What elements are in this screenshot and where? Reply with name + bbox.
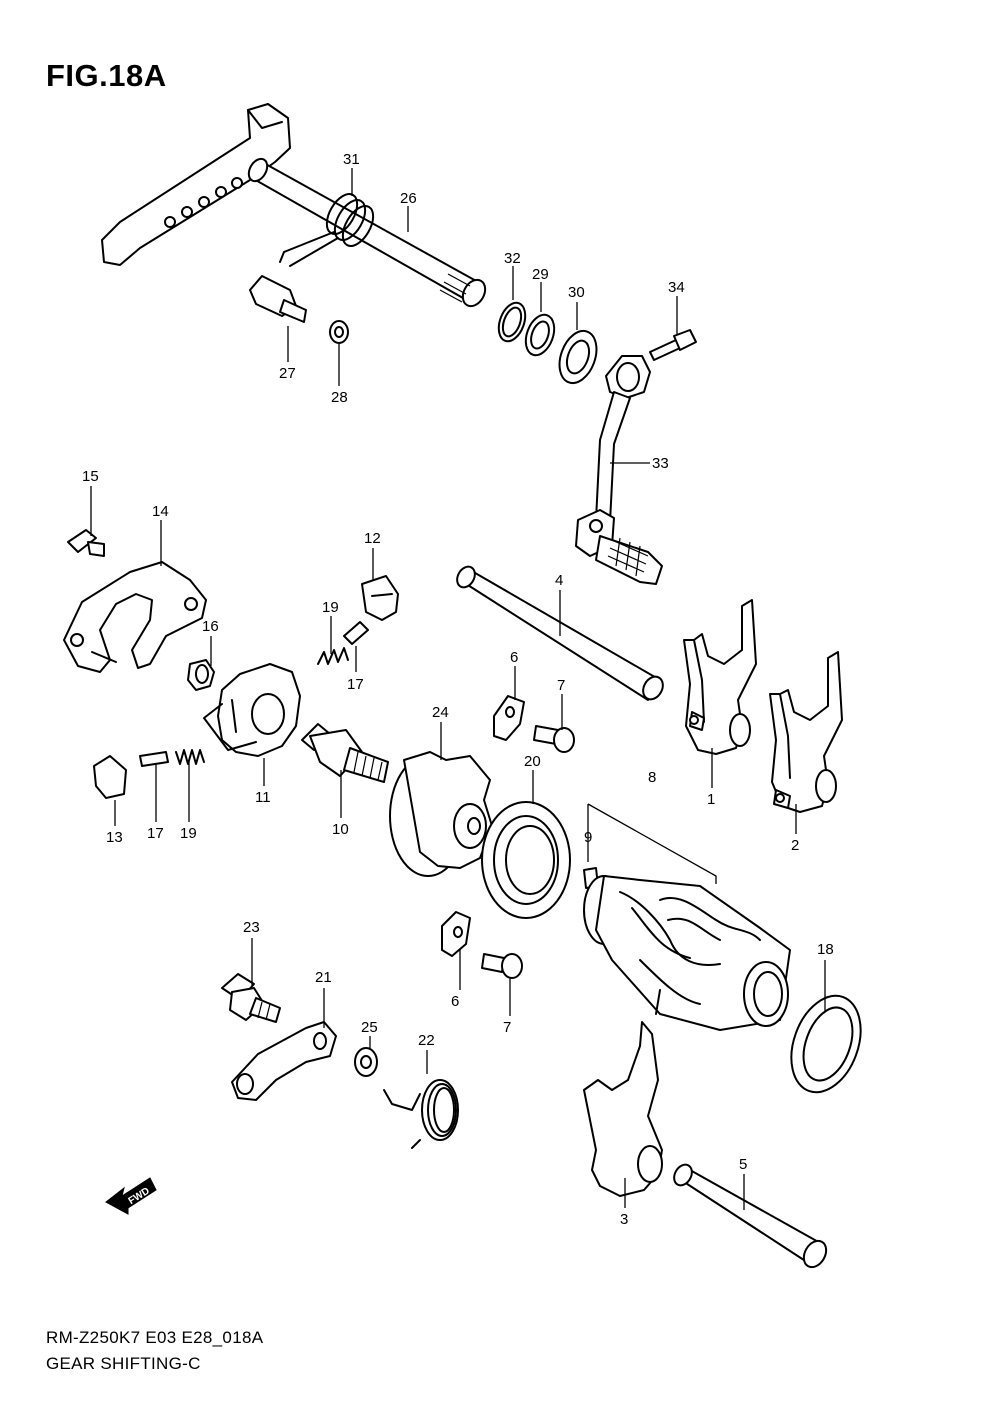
part-26-gear-shift-shaft xyxy=(101,103,487,308)
part-1-shift-fork xyxy=(683,599,757,755)
part-17-pawl-pin-lower xyxy=(139,751,169,767)
callout-3: 3 xyxy=(620,1211,628,1228)
callout-2: 2 xyxy=(791,837,799,854)
callout-32: 32 xyxy=(504,250,521,267)
part-25-washer xyxy=(354,1047,378,1077)
callout-28: 28 xyxy=(331,389,348,406)
callout-30: 30 xyxy=(568,284,585,301)
part-11-cam-driven-gear xyxy=(203,663,301,757)
callout-17-upper: 17 xyxy=(347,676,364,693)
part-24-gear-shift-cam xyxy=(389,751,493,877)
part-27-shaft-bolt xyxy=(249,275,307,323)
part-28-washer xyxy=(329,320,349,344)
callout-1: 1 xyxy=(707,791,715,808)
callout-10: 10 xyxy=(332,821,349,838)
part-20-bearing xyxy=(481,801,571,919)
callout-numbers: 31 26 32 29 30 34 27 28 33 15 14 16 12 1… xyxy=(82,151,834,1228)
part-22-stopper-spring xyxy=(383,1079,459,1149)
part-18-needle-bearing xyxy=(790,994,862,1094)
part-31-shift-return-spring xyxy=(279,193,375,267)
part-5-fork-shaft xyxy=(673,1163,828,1269)
part-30-oil-seal xyxy=(558,329,598,385)
callout-11: 11 xyxy=(255,789,271,806)
part-19-pawl-spring-upper xyxy=(317,647,349,665)
callout-16: 16 xyxy=(202,618,219,635)
part-14-stopper-plate xyxy=(63,561,207,673)
part-7-screw-lower xyxy=(481,953,523,979)
callout-26: 26 xyxy=(400,190,417,207)
part-23-bolt xyxy=(221,973,281,1023)
part-17-pawl-pin-upper xyxy=(343,621,369,645)
part-21-gear-shift-cam-stopper xyxy=(231,1021,337,1101)
part-16-collar xyxy=(187,659,215,691)
part-12-pawl xyxy=(361,575,399,621)
callout-23: 23 xyxy=(243,919,260,936)
part-33-gearshift-lever xyxy=(575,355,663,585)
callout-34: 34 xyxy=(668,279,685,296)
callout-33: 33 xyxy=(652,455,669,472)
callout-29: 29 xyxy=(532,266,549,283)
callout-8: 8 xyxy=(648,769,656,786)
section-name: GEAR SHIFTING-C xyxy=(46,1354,201,1373)
callout-6-upper: 6 xyxy=(510,649,518,666)
callout-19-upper: 19 xyxy=(322,599,339,616)
callout-7-lower: 7 xyxy=(503,1019,511,1036)
part-8-gear-shift-cam-drum xyxy=(583,803,791,1031)
part-6-cam-guide-lower xyxy=(441,911,471,957)
figure-title: FIG.18A xyxy=(46,58,167,93)
part-3-shift-fork xyxy=(583,1021,663,1197)
callout-6-lower: 6 xyxy=(451,993,459,1010)
callout-4: 4 xyxy=(555,572,563,589)
callout-22: 22 xyxy=(418,1032,435,1049)
callout-20: 20 xyxy=(524,753,541,770)
part-32-circlip xyxy=(497,301,527,343)
callout-7-upper: 7 xyxy=(557,677,565,694)
part-6-cam-guide-upper xyxy=(493,695,525,741)
callout-25: 25 xyxy=(361,1019,378,1036)
part-29-washer xyxy=(524,313,556,357)
part-13-pawl xyxy=(93,755,127,799)
part-2-shift-fork xyxy=(769,651,843,813)
callout-15: 15 xyxy=(82,468,99,485)
fwd-arrow-icon: FWD xyxy=(105,1177,157,1215)
callout-13: 13 xyxy=(106,829,123,846)
part-10-cam-bolt xyxy=(301,723,389,783)
part-19-pawl-spring-lower xyxy=(175,749,205,765)
callout-17-lower: 17 xyxy=(147,825,164,842)
callout-19-lower: 19 xyxy=(180,825,197,842)
model-code: RM-Z250K7 E03 E28_018A xyxy=(46,1328,264,1347)
part-34-pedal-bolt xyxy=(649,329,697,361)
callout-9: 9 xyxy=(584,829,592,846)
part-15-screw xyxy=(67,529,105,557)
callout-27: 27 xyxy=(279,365,296,382)
part-7-screw-upper xyxy=(533,725,575,753)
callout-12: 12 xyxy=(364,530,381,547)
callout-18: 18 xyxy=(817,941,834,958)
callout-5: 5 xyxy=(739,1156,747,1173)
callout-24: 24 xyxy=(432,704,449,721)
leader-lines xyxy=(90,168,826,1210)
callout-14: 14 xyxy=(152,503,169,520)
callout-21: 21 xyxy=(315,969,332,986)
callout-31: 31 xyxy=(343,151,360,168)
